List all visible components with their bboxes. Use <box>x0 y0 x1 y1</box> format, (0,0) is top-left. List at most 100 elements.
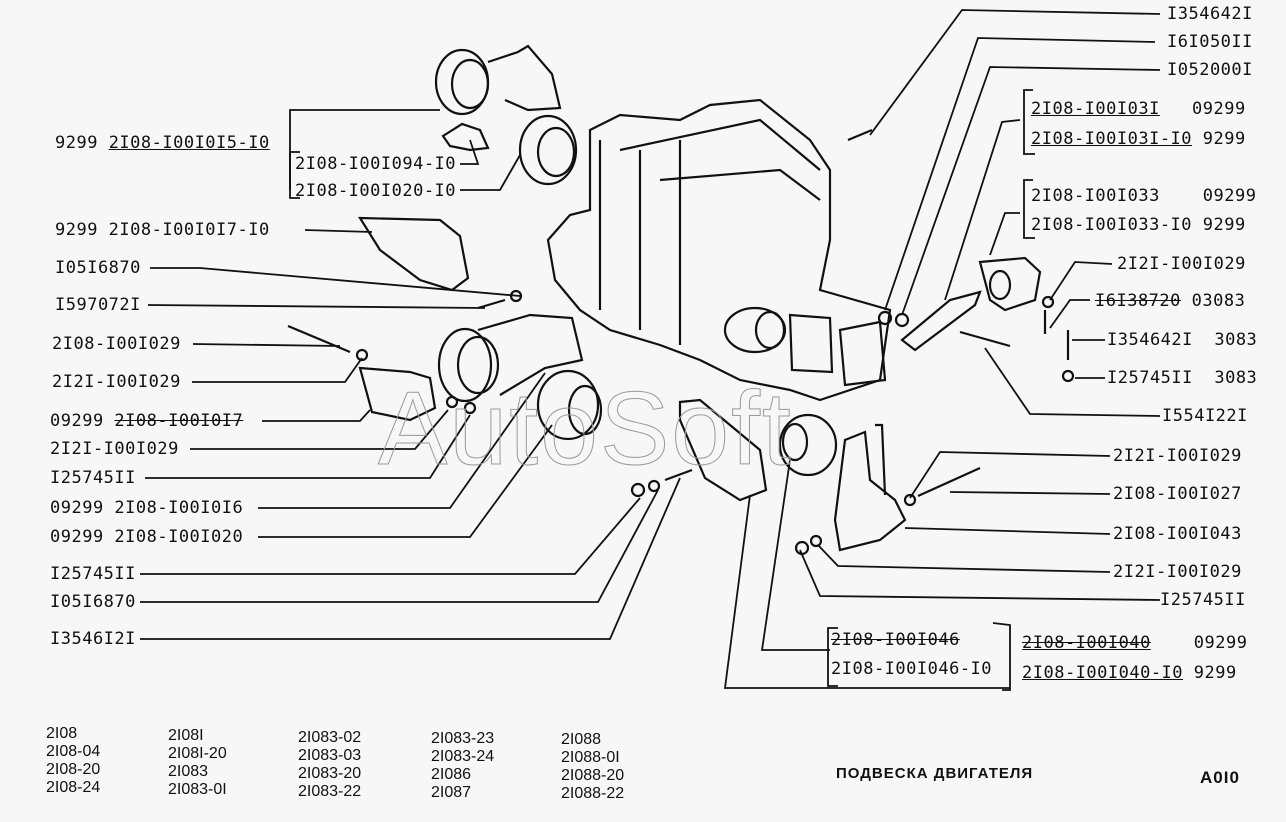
model-column: 2I08I 2I08I-20 2I083 2I083-0I <box>168 727 227 799</box>
part-number: 2I08-I00I0I5-I0 <box>108 133 270 153</box>
part-label[interactable]: 2I08-I00I020-I0 <box>295 181 456 201</box>
part-number: I6I38720 <box>1095 291 1181 311</box>
part-label[interactable]: 09299 2I08-I00I0I7 <box>50 411 243 431</box>
part-label[interactable]: I25745II 3083 <box>1107 368 1257 388</box>
part-number: 2I08-I00I094-I0 <box>295 154 457 174</box>
part-label[interactable]: I6I38720 03083 <box>1095 291 1245 311</box>
transmission-plate <box>788 313 834 374</box>
part-label[interactable]: 2I2I-I00I029 <box>1113 562 1242 582</box>
part-number: 2I08-I00I0I7 <box>114 411 244 431</box>
part-label[interactable]: I3546I2I <box>50 629 136 649</box>
model-code: 2I083-22 <box>298 783 362 800</box>
part-label[interactable]: 2I08-I00I046 <box>831 630 960 650</box>
part-label[interactable]: 2I08-I00I040 09299 <box>1022 633 1247 653</box>
part-label[interactable]: 2I08-I00I043 <box>1113 524 1242 544</box>
part-label[interactable]: 2I08-I00I094-I0 <box>295 154 456 174</box>
part-number: I354642I <box>1167 4 1253 24</box>
leader-line <box>904 527 1111 535</box>
part-number: 9299 2I08-I00I0I7-I0 <box>55 220 270 240</box>
model-code: 2I088 <box>561 731 602 748</box>
part-label[interactable]: 9299 2I08-I00I0I5-I0 <box>55 133 270 153</box>
part-label[interactable]: I25745II <box>50 468 136 488</box>
part-number: 9299 <box>55 133 109 153</box>
leader-line <box>817 544 1111 573</box>
nut <box>509 289 523 303</box>
nut <box>1061 369 1075 383</box>
part-number: 2I08-I00I020-I0 <box>295 181 457 201</box>
model-code: 2I08-20 <box>46 761 101 778</box>
nut <box>809 534 823 548</box>
part-number: 2I2I-I00I029 <box>1113 446 1242 466</box>
part-label[interactable]: 2I2I-I00I029 <box>1113 446 1242 466</box>
part-number: 2I08-I00I046-I0 <box>831 659 993 679</box>
nut <box>903 493 917 507</box>
leader-line <box>192 343 341 347</box>
part-number: 2I08-I00I033-I0 9299 <box>1031 215 1246 235</box>
part-label[interactable]: 2I2I-I00I029 <box>50 439 179 459</box>
part-label[interactable]: I25745II <box>50 564 136 584</box>
part-label[interactable]: I597072I <box>55 295 141 315</box>
part-label[interactable]: 2I2I-I00I029 <box>1117 254 1246 274</box>
model-column: 2I083-02 2I083-03 2I083-20 2I083-22 <box>298 729 361 801</box>
part-label[interactable]: 2I08-I00I033-I0 9299 <box>1031 215 1246 235</box>
part-number: 9299 <box>1183 663 1237 683</box>
model-code: 2I083-02 <box>298 729 362 746</box>
part-label[interactable]: 9299 2I08-I00I0I7-I0 <box>55 220 270 240</box>
leader-line <box>262 409 371 422</box>
part-label[interactable]: 2I08-I00I027 <box>1113 484 1242 504</box>
leader-line <box>944 119 1021 301</box>
nut <box>445 395 459 409</box>
part-label[interactable]: I354642I 3083 <box>1107 330 1257 350</box>
part-number: 2I08-I00I046 <box>831 630 960 650</box>
part-number: 2I2I-I00I029 <box>1117 254 1246 274</box>
bolt <box>959 330 1011 348</box>
part-label[interactable]: 2I08-I00I03I 09299 <box>1031 99 1246 119</box>
engine-block <box>546 98 892 402</box>
part-number: 2I08-I00I040 <box>1022 633 1151 653</box>
page-title: ПОДВЕСКА ДВИГАТЕЛЯ <box>836 765 1034 782</box>
part-label[interactable]: I05I6870 <box>50 592 136 612</box>
part-number: I25745II <box>50 564 136 584</box>
leader-line <box>145 414 471 479</box>
part-label[interactable]: I554I22I <box>1162 406 1248 426</box>
model-column: 2I08 2I08-04 2I08-20 2I08-24 <box>46 725 100 797</box>
leader-line <box>258 372 546 509</box>
part-number: 09299 2I08-I00I020 <box>50 527 244 547</box>
link-bracket <box>900 290 982 352</box>
leader-line <box>1049 261 1113 301</box>
part-label[interactable]: I05I6870 <box>55 258 141 278</box>
part-number: 2I08-I00I043 <box>1113 524 1242 544</box>
nut <box>794 540 810 556</box>
part-label[interactable]: 09299 2I08-I00I020 <box>50 527 243 547</box>
part-label[interactable]: 2I08-I00I040-I0 9299 <box>1022 663 1237 683</box>
part-number: 09299 <box>1150 633 1248 653</box>
model-code: 2I086 <box>431 766 472 783</box>
part-label[interactable]: 09299 2I08-I00I0I6 <box>50 498 243 518</box>
part-number: I597072I <box>55 295 141 315</box>
part-label[interactable]: 2I08-I00I03I-I0 9299 <box>1031 129 1246 149</box>
bracket-plate <box>441 122 490 152</box>
part-number: I05I6870 <box>55 258 141 278</box>
leader-line <box>258 424 553 538</box>
nut <box>1041 295 1055 309</box>
bracket <box>358 366 437 422</box>
mount-bracket <box>487 44 562 112</box>
leader-line <box>760 459 830 651</box>
group-bracket <box>827 627 838 687</box>
group-bracket <box>289 151 300 199</box>
part-label[interactable]: I354642I <box>1167 4 1253 24</box>
model-code: 2I083-24 <box>431 748 495 765</box>
part-label[interactable]: I6I050II <box>1167 32 1253 52</box>
part-label[interactable]: 2I08-I00I033 09299 <box>1031 186 1256 206</box>
part-label[interactable]: I052000I <box>1167 60 1253 80</box>
rear-mount-bracket <box>678 398 768 502</box>
pin <box>847 128 873 142</box>
part-label[interactable]: I25745II <box>1160 590 1246 610</box>
model-code: 2I083-20 <box>298 765 362 782</box>
part-label[interactable]: 2I08-I00I046-I0 <box>831 659 992 679</box>
bolt <box>477 298 506 310</box>
part-label[interactable]: 2I08-I00I029 <box>52 334 181 354</box>
part-label[interactable]: 2I2I-I00I029 <box>52 372 181 392</box>
leader-line <box>150 267 521 297</box>
leader-line <box>1049 299 1090 329</box>
